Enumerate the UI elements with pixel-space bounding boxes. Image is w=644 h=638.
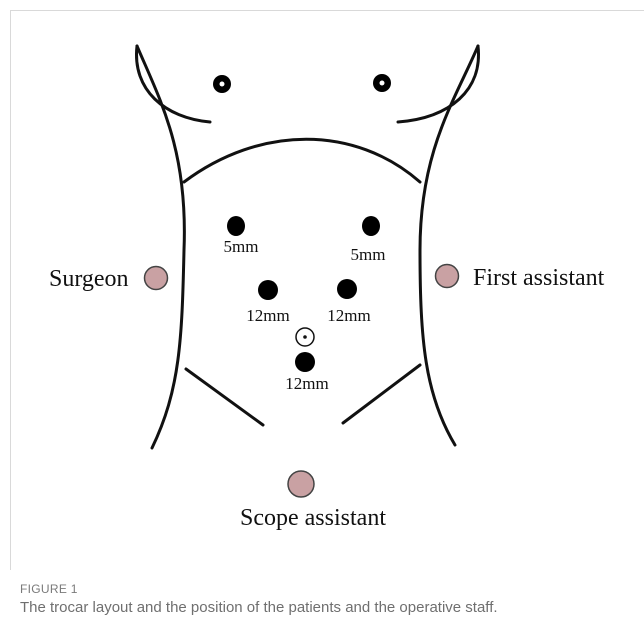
trocar-middle-right-label: 12mm [327,306,370,325]
figure-caption: The trocar layout and the position of th… [20,598,630,617]
left-inguinal-line [186,369,263,425]
trocar-lower-center-label: 12mm [285,374,328,393]
trocar-middle-left [258,280,278,300]
surgeon-label: Surgeon [49,266,129,292]
surgeon-marker [145,267,168,290]
first-assistant-marker [436,265,459,288]
right-inguinal-line [343,365,420,423]
left-flank [137,46,184,448]
trocar-lower-center [295,352,315,372]
costal-margin [184,139,420,182]
trocar-upper-left-label: 5mm [224,237,259,256]
trocar-layout-diagram: 5mm 5mm 12mm 12mm 12mm Surgeon First ass… [0,0,644,575]
right-breast-contour [398,46,478,122]
scope-assistant-marker [288,471,314,497]
trocar-upper-right [362,216,380,236]
scope-assistant-label: Scope assistant [240,505,386,531]
figure-label: FIGURE 1 [20,582,78,596]
umbilicus-marker [296,328,314,346]
right-nipple [373,74,391,92]
left-nipple [213,75,231,93]
trocar-middle-right [337,279,357,299]
trocar-upper-right-label: 5mm [351,245,386,264]
first-assistant-label: First assistant [473,265,605,291]
trocar-middle-left-label: 12mm [246,306,289,325]
trocar-upper-left [227,216,245,236]
left-breast-contour [136,46,210,122]
